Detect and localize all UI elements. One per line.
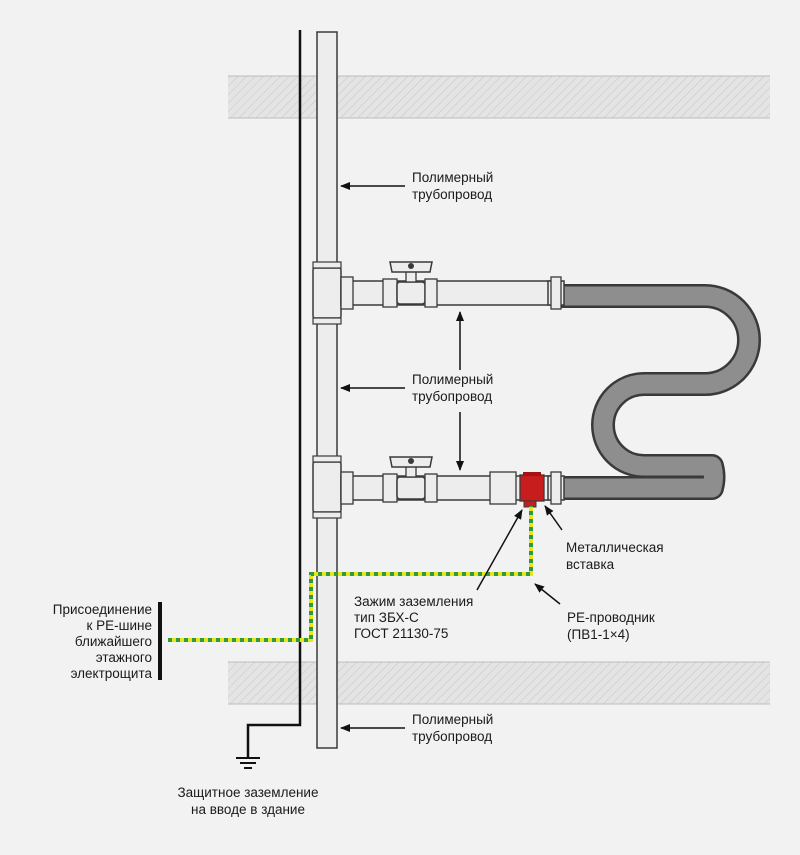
upper-branch-pipe xyxy=(340,276,565,310)
label-pipe-bottom: Полимерный трубопровод xyxy=(412,712,493,744)
ground-symbol-icon xyxy=(236,757,260,769)
svg-text:Полимерный: Полимерный xyxy=(412,372,493,387)
svg-text:на вводе в здание: на вводе в здание xyxy=(191,802,305,817)
svg-text:Защитное заземление: Защитное заземление xyxy=(178,785,319,800)
svg-text:PE-проводник: PE-проводник xyxy=(567,610,655,625)
svg-text:трубопровод: трубопровод xyxy=(412,389,492,404)
ball-valve-upper xyxy=(382,261,438,308)
label-ground: Защитное заземление на вводе в здание xyxy=(178,785,319,817)
svg-text:ближайшего: ближайшего xyxy=(75,634,152,649)
pe-conductor xyxy=(168,506,533,642)
label-pipe-middle: Полимерный трубопровод xyxy=(412,372,493,404)
label-metal-insert: Металлическая вставка xyxy=(566,540,664,572)
svg-text:вставка: вставка xyxy=(566,557,615,572)
floor-slab-lower xyxy=(228,661,770,705)
ball-valve-lower xyxy=(382,456,438,503)
floor-slab-upper xyxy=(228,75,770,119)
towel-rail xyxy=(558,284,761,500)
svg-text:к PE-шине: к PE-шине xyxy=(87,618,153,633)
svg-text:тип ЗБХ-С: тип ЗБХ-С xyxy=(354,610,419,625)
svg-text:Полимерный: Полимерный xyxy=(412,712,493,727)
svg-text:Присоединение: Присоединение xyxy=(53,602,152,617)
metal-insert xyxy=(519,472,545,508)
riser-pipe xyxy=(312,31,342,749)
svg-text:этажного: этажного xyxy=(96,650,152,665)
svg-text:ГОСТ 21130-75: ГОСТ 21130-75 xyxy=(354,626,448,641)
svg-text:электрощита: электрощита xyxy=(71,666,153,681)
callout-arrows xyxy=(340,182,563,732)
label-pipe-top: Полимерный трубопровод xyxy=(412,170,493,202)
svg-text:(ПВ1-1×4): (ПВ1-1×4) xyxy=(567,627,630,642)
svg-text:Металлическая: Металлическая xyxy=(566,540,664,555)
grounding-conductor xyxy=(246,30,302,758)
label-clamp: Зажим заземления тип ЗБХ-С ГОСТ 21130-75 xyxy=(354,594,473,641)
pe-bus-bar xyxy=(158,602,162,680)
label-connection: Присоединение к PE-шине ближайшего этажн… xyxy=(53,602,153,681)
svg-text:трубопровод: трубопровод xyxy=(412,187,492,202)
svg-text:Полимерный: Полимерный xyxy=(412,170,493,185)
label-pe-conductor: PE-проводник (ПВ1-1×4) xyxy=(567,610,655,642)
svg-text:трубопровод: трубопровод xyxy=(412,729,492,744)
svg-text:Зажим заземления: Зажим заземления xyxy=(354,594,473,609)
